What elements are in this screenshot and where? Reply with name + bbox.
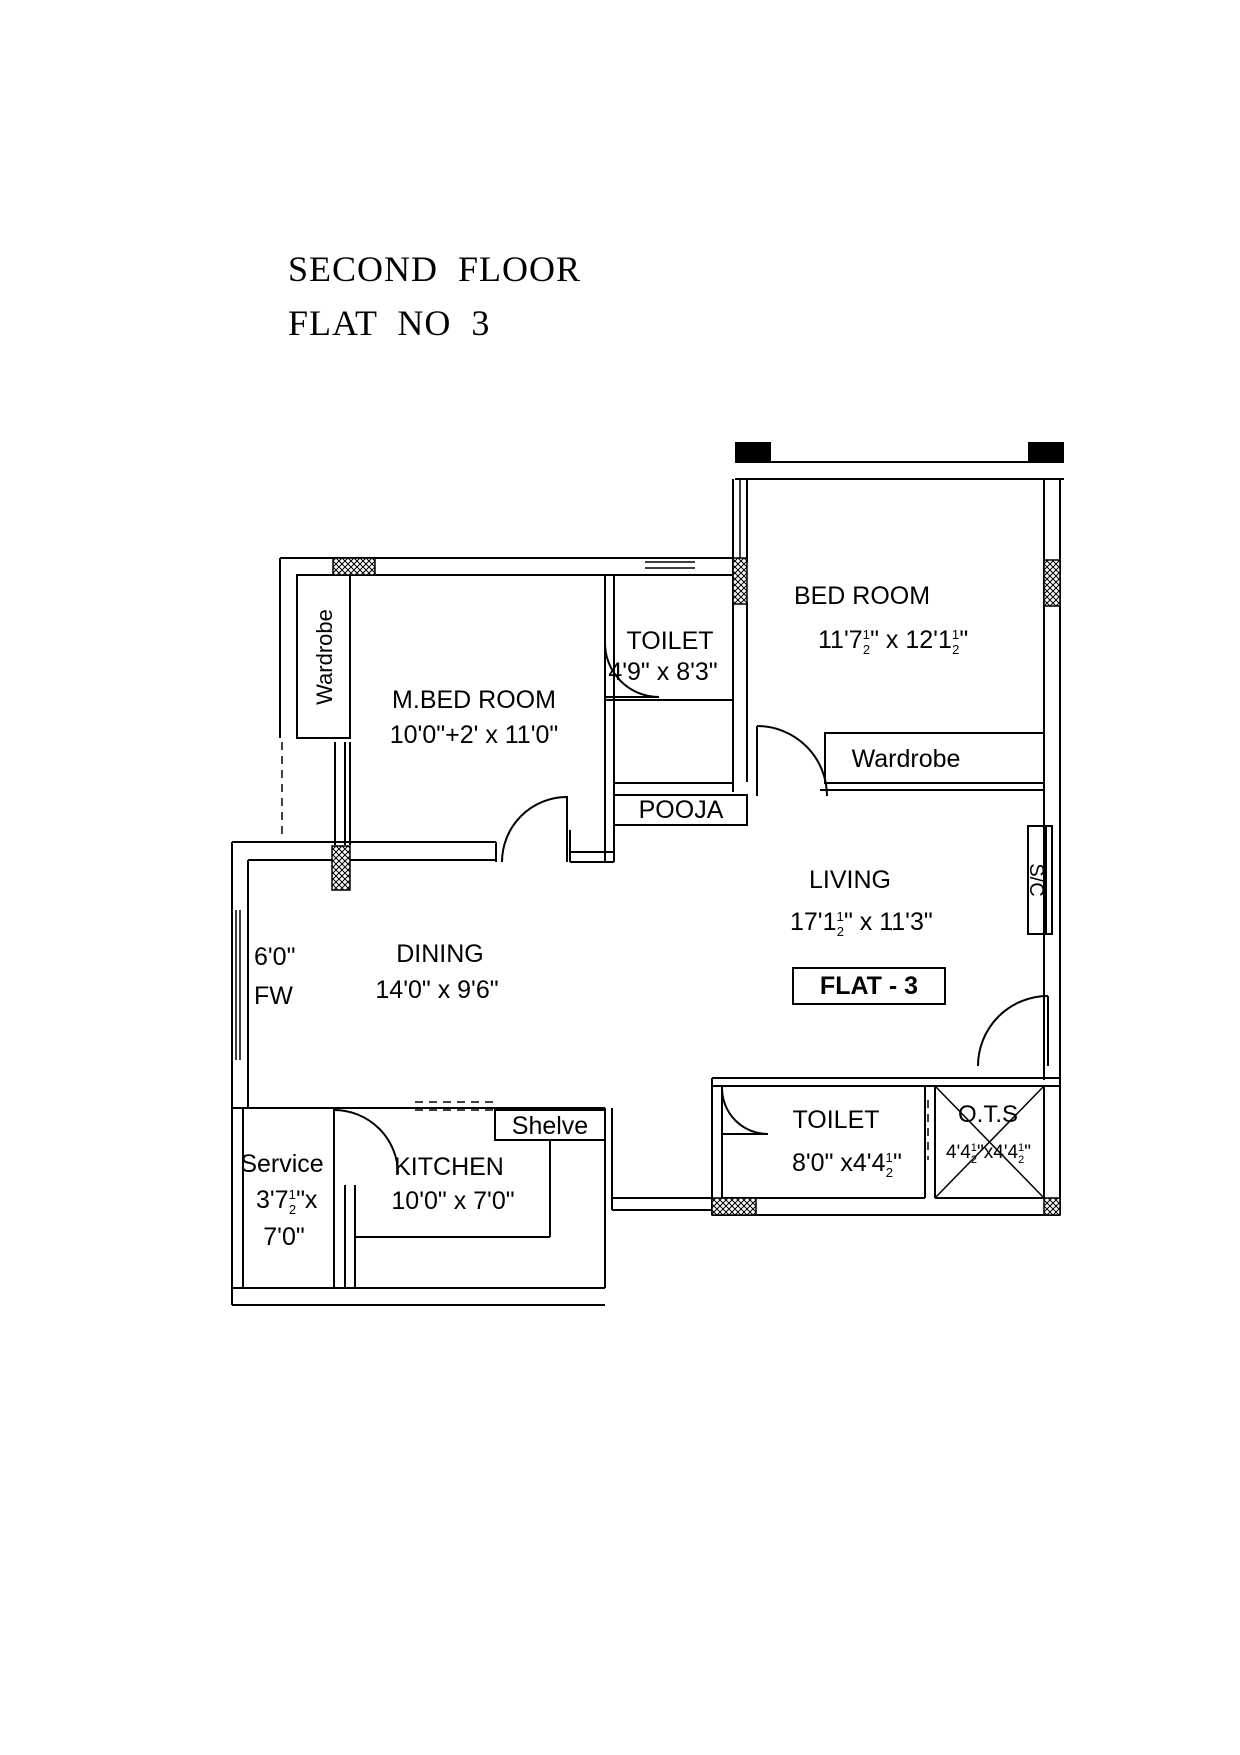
flat-tag-label: FLAT - 3 [820, 972, 918, 1000]
flat-tag-box [792, 967, 946, 1005]
walls [231, 442, 1064, 1306]
flat-number-title: FLAT NO 3 [288, 303, 491, 343]
kitchen-name: KITCHEN [394, 1153, 504, 1181]
wardrobe-left-label: Wardrobe [312, 609, 337, 705]
service-name: Service [240, 1150, 323, 1178]
m-bed-room-name: M.BED ROOM [392, 686, 556, 714]
sc-label: S/C [1025, 863, 1047, 896]
columns [331, 557, 1061, 1216]
fw-size: 6'0" [254, 943, 295, 971]
toilet-1-size: 4'9" x 8'3" [608, 658, 717, 686]
pooja-label: POOJA [639, 796, 724, 824]
bed-room-name: BED ROOM [794, 582, 930, 610]
ots-name: O.T.S [958, 1101, 1018, 1128]
floor-title: SECOND FLOOR [288, 249, 582, 289]
toilet-2-name: TOILET [792, 1106, 879, 1134]
dining-size: 14'0" x 9'6" [375, 976, 498, 1004]
fw-label: FW [254, 982, 293, 1010]
service-size-2: 7'0" [263, 1223, 304, 1251]
living-name: LIVING [809, 866, 891, 894]
toilet-1-name: TOILET [626, 627, 713, 655]
shelve-label: Shelve [512, 1112, 588, 1140]
wardrobe-right-label: Wardrobe [852, 745, 961, 773]
m-bed-room-size: 10'0"+2' x 11'0" [390, 721, 559, 749]
dining-name: DINING [396, 940, 484, 968]
kitchen-size: 10'0" x 7'0" [391, 1187, 514, 1215]
